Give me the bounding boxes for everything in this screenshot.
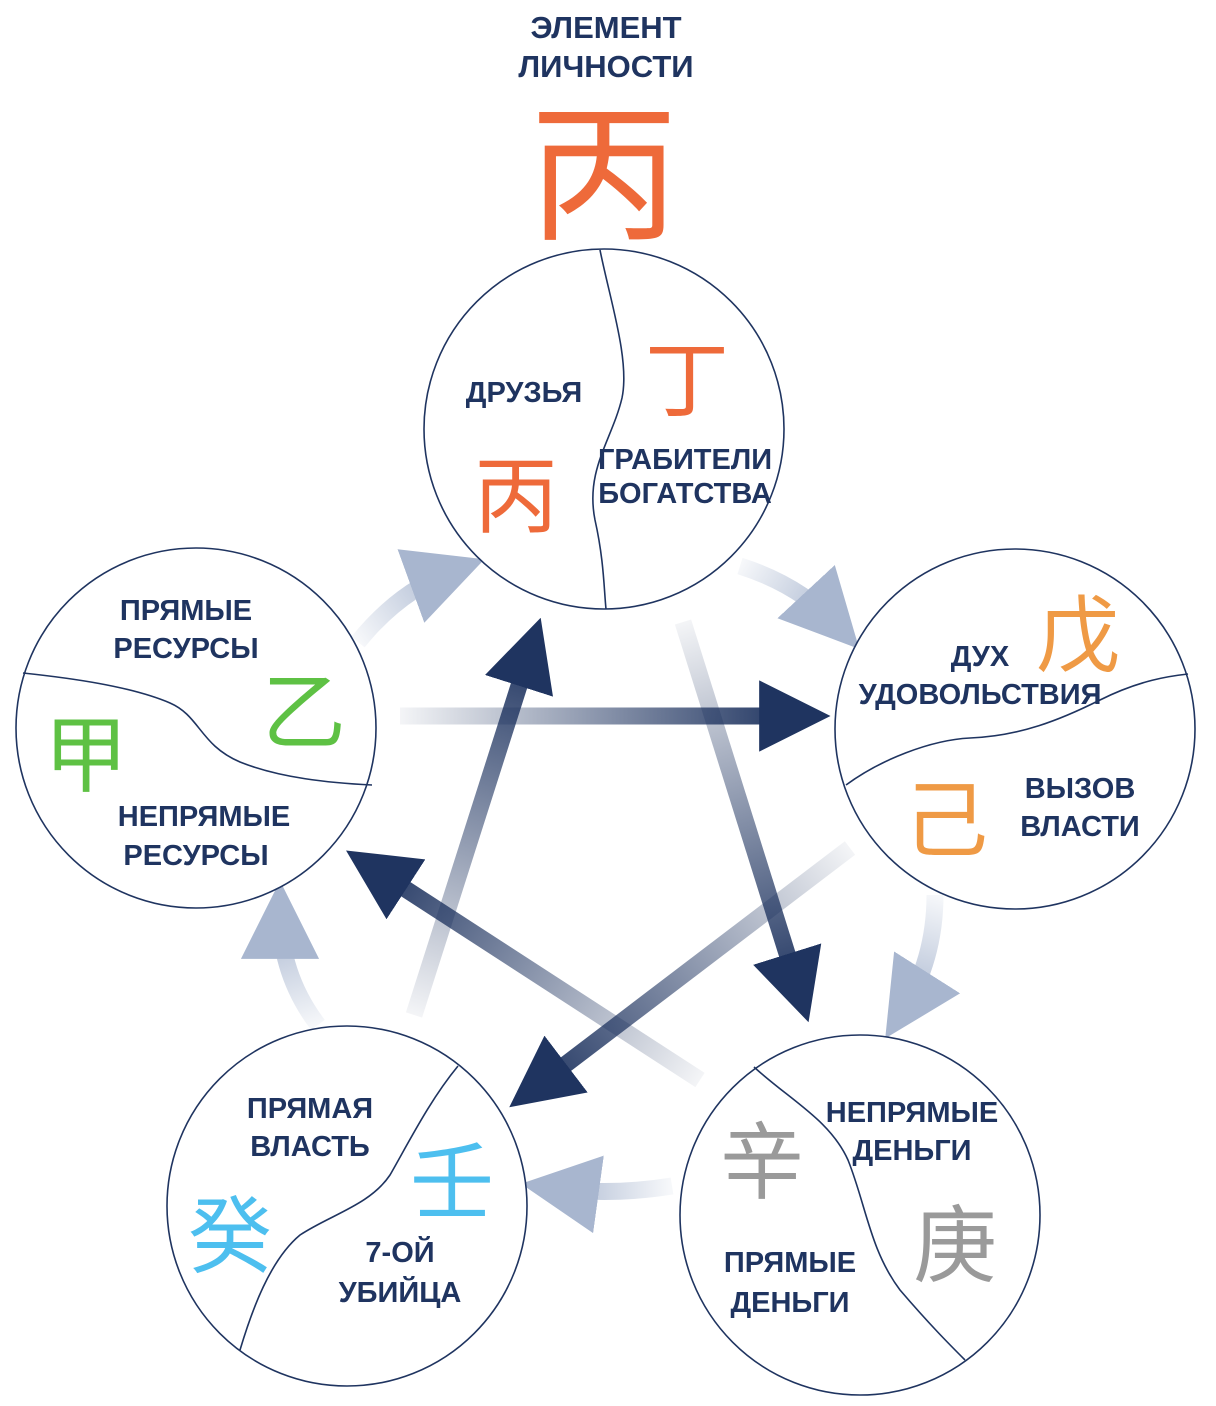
label-indirect-resources-1: НЕПРЯМЫЕ [118,801,291,833]
circle-water: ПРЯМАЯ ВЛАСТЬ 壬 癸 7-ОЙ УБИЙЦА [166,1025,528,1387]
label-seventh-killer-2: УБИЙЦА [339,1275,462,1309]
circle-fire: ДРУЗЬЯ 丁 丙 ГРАБИТЕЛИ БОГАТСТВА [423,248,785,610]
label-direct-power-1: ПРЯМАЯ [247,1093,373,1125]
glyph-yi: 乙 [262,664,346,762]
arrow-metal-controls-wood [346,850,705,1088]
label-power-challenge-1: ВЫЗОВ [1025,773,1136,805]
label-wealth-robbers-1: ГРАБИТЕЛИ [598,444,772,476]
header-glyph: 丙 [529,90,679,264]
controlling-arrows [346,617,856,1108]
arrow-water-controls-fire [405,617,553,1018]
header-line-1: ЭЛЕМЕНТ [530,10,681,45]
glyph-geng: 庚 [913,1197,997,1295]
circle-water-divider [239,1065,459,1351]
glyph-gui: 癸 [188,1188,272,1286]
arrow-earth-controls-water [509,841,856,1108]
label-seventh-killer-1: 7-ОЙ [365,1235,434,1269]
header-line-2: ЛИЧНОСТИ [518,49,693,84]
circle-wood: ПРЯМЫЕ РЕСУРСЫ 乙 甲 НЕПРЯМЫЕ РЕСУРСЫ [15,547,377,909]
arrow-earth-to-metal [885,894,961,1039]
circle-earth: 戊 ДУХ УДОВОЛЬСТВИЯ 己 ВЫЗОВ ВЛАСТИ [834,548,1196,910]
arrow-fire-controls-metal [674,619,822,1023]
arrow-water-to-wood [240,880,325,1031]
label-indirect-money-1: НЕПРЯМЫЕ [826,1097,999,1129]
circle-metal: НЕПРЯМЫЕ ДЕНЬГИ 辛 庚 ПРЯМЫЕ ДЕНЬГИ [679,1034,1041,1396]
circle-wood-ring [15,547,377,909]
circle-earth-divider [845,673,1189,786]
glyph-jia: 甲 [44,707,128,805]
glyph-ren: 壬 [410,1134,494,1232]
circle-fire-divider [592,249,625,610]
glyph-ding: 丁 [645,332,729,430]
label-wealth-robbers-2: БОГАТСТВА [598,478,772,510]
circle-metal-ring [679,1034,1041,1396]
label-direct-power-2: ВЛАСТЬ [250,1131,370,1163]
circle-wood-divider [22,672,373,786]
label-direct-money-1: ПРЯМЫЕ [724,1247,856,1279]
label-direct-money-2: ДЕНЬГИ [730,1287,849,1319]
circle-fire-ring [423,248,785,610]
glyph-wu: 戊 [1036,587,1120,685]
circle-water-ring [166,1025,528,1387]
label-direct-resources-1: ПРЯМЫЕ [120,595,252,627]
label-friends: ДРУЗЬЯ [466,377,582,409]
circle-earth-ring [834,548,1196,910]
generating-arrows [240,549,961,1234]
arrow-metal-to-water [521,1155,674,1234]
label-direct-resources-2: РЕСУРСЫ [113,633,258,665]
label-pleasure-spirit-2: УДОВОЛЬСТВИЯ [859,679,1102,711]
glyph-ji: 己 [904,772,988,870]
arrow-wood-to-fire [351,549,485,648]
label-power-challenge-2: ВЛАСТИ [1020,811,1140,843]
label-pleasure-spirit-1: ДУХ [951,641,1010,673]
arrow-fire-to-earth [737,557,860,649]
circle-metal-divider [753,1066,966,1361]
label-indirect-money-2: ДЕНЬГИ [852,1135,971,1167]
glyph-xin: 辛 [720,1114,804,1212]
glyph-bing: 丙 [474,448,558,546]
label-indirect-resources-2: РЕСУРСЫ [123,840,268,872]
